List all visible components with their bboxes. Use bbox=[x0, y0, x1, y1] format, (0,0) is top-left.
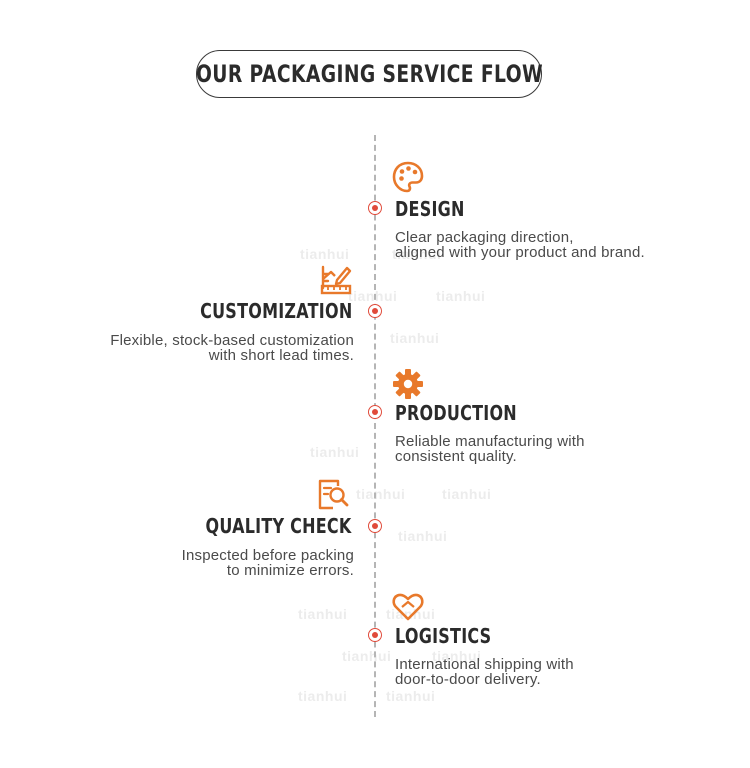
step-title: PRODUCTION bbox=[395, 401, 517, 425]
description-line: Clear packaging direction, bbox=[395, 229, 574, 246]
title-pill: OUR PACKAGING SERVICE FLOW bbox=[195, 50, 543, 98]
watermark: tianhui bbox=[348, 288, 398, 304]
description-line: Reliable manufacturing with bbox=[395, 433, 585, 450]
step-description: Reliable manufacturing with consistent q… bbox=[395, 434, 585, 464]
watermark: tianhui bbox=[356, 486, 406, 502]
watermark: tianhui bbox=[398, 528, 448, 544]
watermark: tianhui bbox=[342, 648, 392, 664]
step-title: QUALITY CHECK bbox=[205, 514, 352, 538]
watermark: tianhui bbox=[386, 688, 436, 704]
step-description: Clear packaging direction, aligned with … bbox=[395, 230, 645, 260]
watermark: tianhui bbox=[298, 606, 348, 622]
step-description: Inspected before packing to minimize err… bbox=[182, 548, 354, 578]
watermark: tianhui bbox=[298, 688, 348, 704]
timeline-dot bbox=[368, 304, 382, 318]
step-description: Flexible, stock-based customization with… bbox=[110, 333, 354, 363]
watermark: tianhui bbox=[300, 246, 350, 262]
watermark: tianhui bbox=[392, 246, 442, 262]
document-search-icon bbox=[318, 479, 349, 510]
timeline-line bbox=[374, 135, 376, 717]
description-line: to minimize errors. bbox=[226, 562, 354, 579]
description-line: aligned with your product and brand. bbox=[395, 244, 645, 261]
description-line: door-to-door delivery. bbox=[395, 671, 541, 688]
description-line: Inspected before packing bbox=[181, 547, 354, 564]
description-line: with short lead times. bbox=[208, 347, 354, 364]
watermark: tianhui bbox=[442, 486, 492, 502]
palette-icon bbox=[392, 161, 424, 193]
timeline-dot bbox=[368, 201, 382, 215]
page-title: OUR PACKAGING SERVICE FLOW bbox=[195, 60, 543, 88]
step-title: DESIGN bbox=[395, 197, 465, 221]
watermark: tianhui bbox=[390, 330, 440, 346]
step-description: International shipping with door-to-door… bbox=[395, 657, 574, 687]
watermark: tianhui bbox=[310, 444, 360, 460]
timeline-dot bbox=[368, 519, 382, 533]
ruler-pencil-icon bbox=[320, 265, 352, 295]
watermark: tianhui bbox=[436, 288, 486, 304]
description-line: Flexible, stock-based customization bbox=[110, 332, 354, 349]
step-title: CUSTOMIZATION bbox=[199, 299, 352, 323]
timeline-dot bbox=[368, 405, 382, 419]
step-title: LOGISTICS bbox=[395, 624, 492, 648]
description-line: International shipping with bbox=[395, 656, 574, 673]
gear-icon bbox=[393, 369, 423, 399]
description-line: consistent quality. bbox=[395, 448, 517, 465]
heart-icon bbox=[392, 593, 424, 621]
watermark: tianhui bbox=[432, 648, 482, 664]
timeline-dot bbox=[368, 628, 382, 642]
